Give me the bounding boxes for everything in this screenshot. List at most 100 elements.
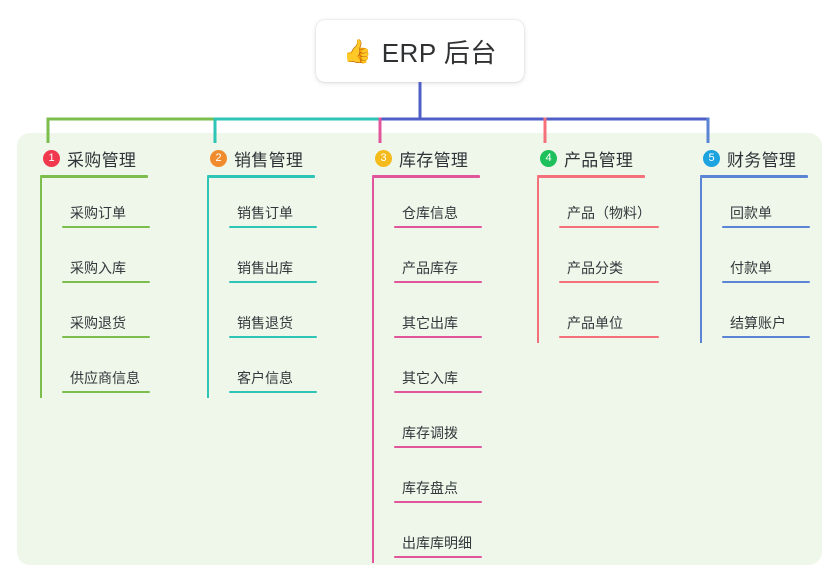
sub-item-rule [229,281,317,283]
sub-item-label: 客户信息 [237,370,293,386]
sub-item-label: 销售订单 [237,205,293,221]
sub-item-label: 销售退货 [237,315,293,331]
sub-item-label: 出库库明细 [402,535,472,551]
column-badge-3: 3 [375,149,392,167]
column-rule-2 [207,175,315,178]
column-title-2: 销售管理 [234,150,304,170]
sub-item[interactable]: 采购订单 [62,178,150,233]
sub-item-rule [559,281,659,283]
column-4: 4 产品管理产品（物料） 产品分类产品单位 [537,146,659,343]
column-badge-4: 4 [540,149,557,167]
column-rule-3 [372,175,480,178]
sub-item-list-4: 产品（物料） 产品分类产品单位 [537,178,659,343]
sub-item-label: 回款单 [730,205,772,221]
column-5: 5 财务管理回款单付款单结算账户 [700,146,810,343]
sub-item-rule [229,336,317,338]
sub-item-label: 付款单 [730,260,772,276]
column-badge-5: 5 [703,149,720,167]
sub-item-label: 供应商信息 [70,370,140,386]
sub-item-rule [394,556,482,558]
sub-item-list-2: 销售订单销售出库销售退货客户信息 [207,178,317,398]
sub-item[interactable]: 仓库信息 [394,178,482,233]
sub-item-rule [62,281,150,283]
content-panel [17,133,822,565]
sub-item-label: 其它入库 [402,370,458,386]
column-3: 3 库存管理仓库信息产品库存其它出库其它入库库存调拨库存盘点出库库明细 [372,146,482,563]
sub-item-rule [62,226,150,228]
sub-item-rule [722,336,810,338]
sub-item[interactable]: 其它入库 [394,343,482,398]
sub-item[interactable]: 库存调拨 [394,398,482,453]
sub-item-label: 销售出库 [237,260,293,276]
column-1: 1 采购管理采购订单采购入库采购退货供应商信息 [40,146,150,398]
sub-item-rule [394,446,482,448]
thumbs-up-icon: 👍 [343,37,372,64]
sub-item-label: 结算账户 [730,315,786,331]
sub-item[interactable]: 产品（物料） [559,178,659,233]
sub-item[interactable]: 销售退货 [229,288,317,343]
sub-item[interactable]: 库存盘点 [394,453,482,508]
column-title-4: 产品管理 [564,150,634,170]
branch-spine-5 [700,178,702,343]
column-rule-1 [40,175,148,178]
sub-item-label: 采购入库 [70,260,126,276]
column-header-4[interactable]: 4 产品管理 [537,146,645,170]
sub-item-rule [394,336,482,338]
sub-item[interactable]: 销售订单 [229,178,317,233]
sub-item-label: 库存调拨 [402,425,458,441]
sub-item-rule [394,226,482,228]
sub-item[interactable]: 回款单 [722,178,810,233]
sub-item[interactable]: 结算账户 [722,288,810,343]
sub-item[interactable]: 采购入库 [62,233,150,288]
sub-item-rule [229,226,317,228]
column-rule-5 [700,175,808,178]
sub-item-rule [722,281,810,283]
sub-item-label: 采购退货 [70,315,126,331]
column-header-3[interactable]: 3 库存管理 [372,146,480,170]
sub-item[interactable]: 出库库明细 [394,508,482,563]
sub-item[interactable]: 销售出库 [229,233,317,288]
sub-item[interactable]: 采购退货 [62,288,150,343]
sub-item-label: 产品单位 [567,315,623,331]
sub-item-rule [62,391,150,393]
sub-item[interactable]: 产品单位 [559,288,659,343]
sub-item[interactable]: 供应商信息 [62,343,150,398]
sub-item-label: 其它出库 [402,315,458,331]
sub-item-rule [394,391,482,393]
branch-spine-2 [207,178,209,398]
column-header-1[interactable]: 1 采购管理 [40,146,148,170]
sub-item-rule [394,281,482,283]
column-header-5[interactable]: 5 财务管理 [700,146,808,170]
sub-item-label: 产品库存 [402,260,458,276]
sub-item-label: 产品（物料） [567,205,651,221]
sub-item-label: 产品分类 [567,260,623,276]
branch-spine-1 [40,178,42,398]
root-node[interactable]: 👍 ERP 后台 [316,20,524,82]
sub-item-rule [559,226,659,228]
sub-item-list-1: 采购订单采购入库采购退货供应商信息 [40,178,150,398]
root-title: ERP 后台 [381,37,497,68]
column-badge-1: 1 [43,149,60,167]
sub-item-label: 仓库信息 [402,205,458,221]
sub-item[interactable]: 产品库存 [394,233,482,288]
branch-spine-3 [372,178,374,563]
sub-item-list-5: 回款单付款单结算账户 [700,178,810,343]
sub-item-list-3: 仓库信息产品库存其它出库其它入库库存调拨库存盘点出库库明细 [372,178,482,563]
sub-item-rule [394,501,482,503]
sub-item[interactable]: 客户信息 [229,343,317,398]
sub-item-label: 采购订单 [70,205,126,221]
sub-item[interactable]: 付款单 [722,233,810,288]
sub-item[interactable]: 其它出库 [394,288,482,343]
sub-item-label: 库存盘点 [402,480,458,496]
column-title-1: 采购管理 [67,150,137,170]
sub-item-rule [229,391,317,393]
sub-item[interactable]: 产品分类 [559,233,659,288]
sub-item-rule [62,336,150,338]
column-title-3: 库存管理 [399,150,469,170]
column-title-5: 财务管理 [727,150,797,170]
column-rule-4 [537,175,645,178]
sub-item-rule [722,226,810,228]
